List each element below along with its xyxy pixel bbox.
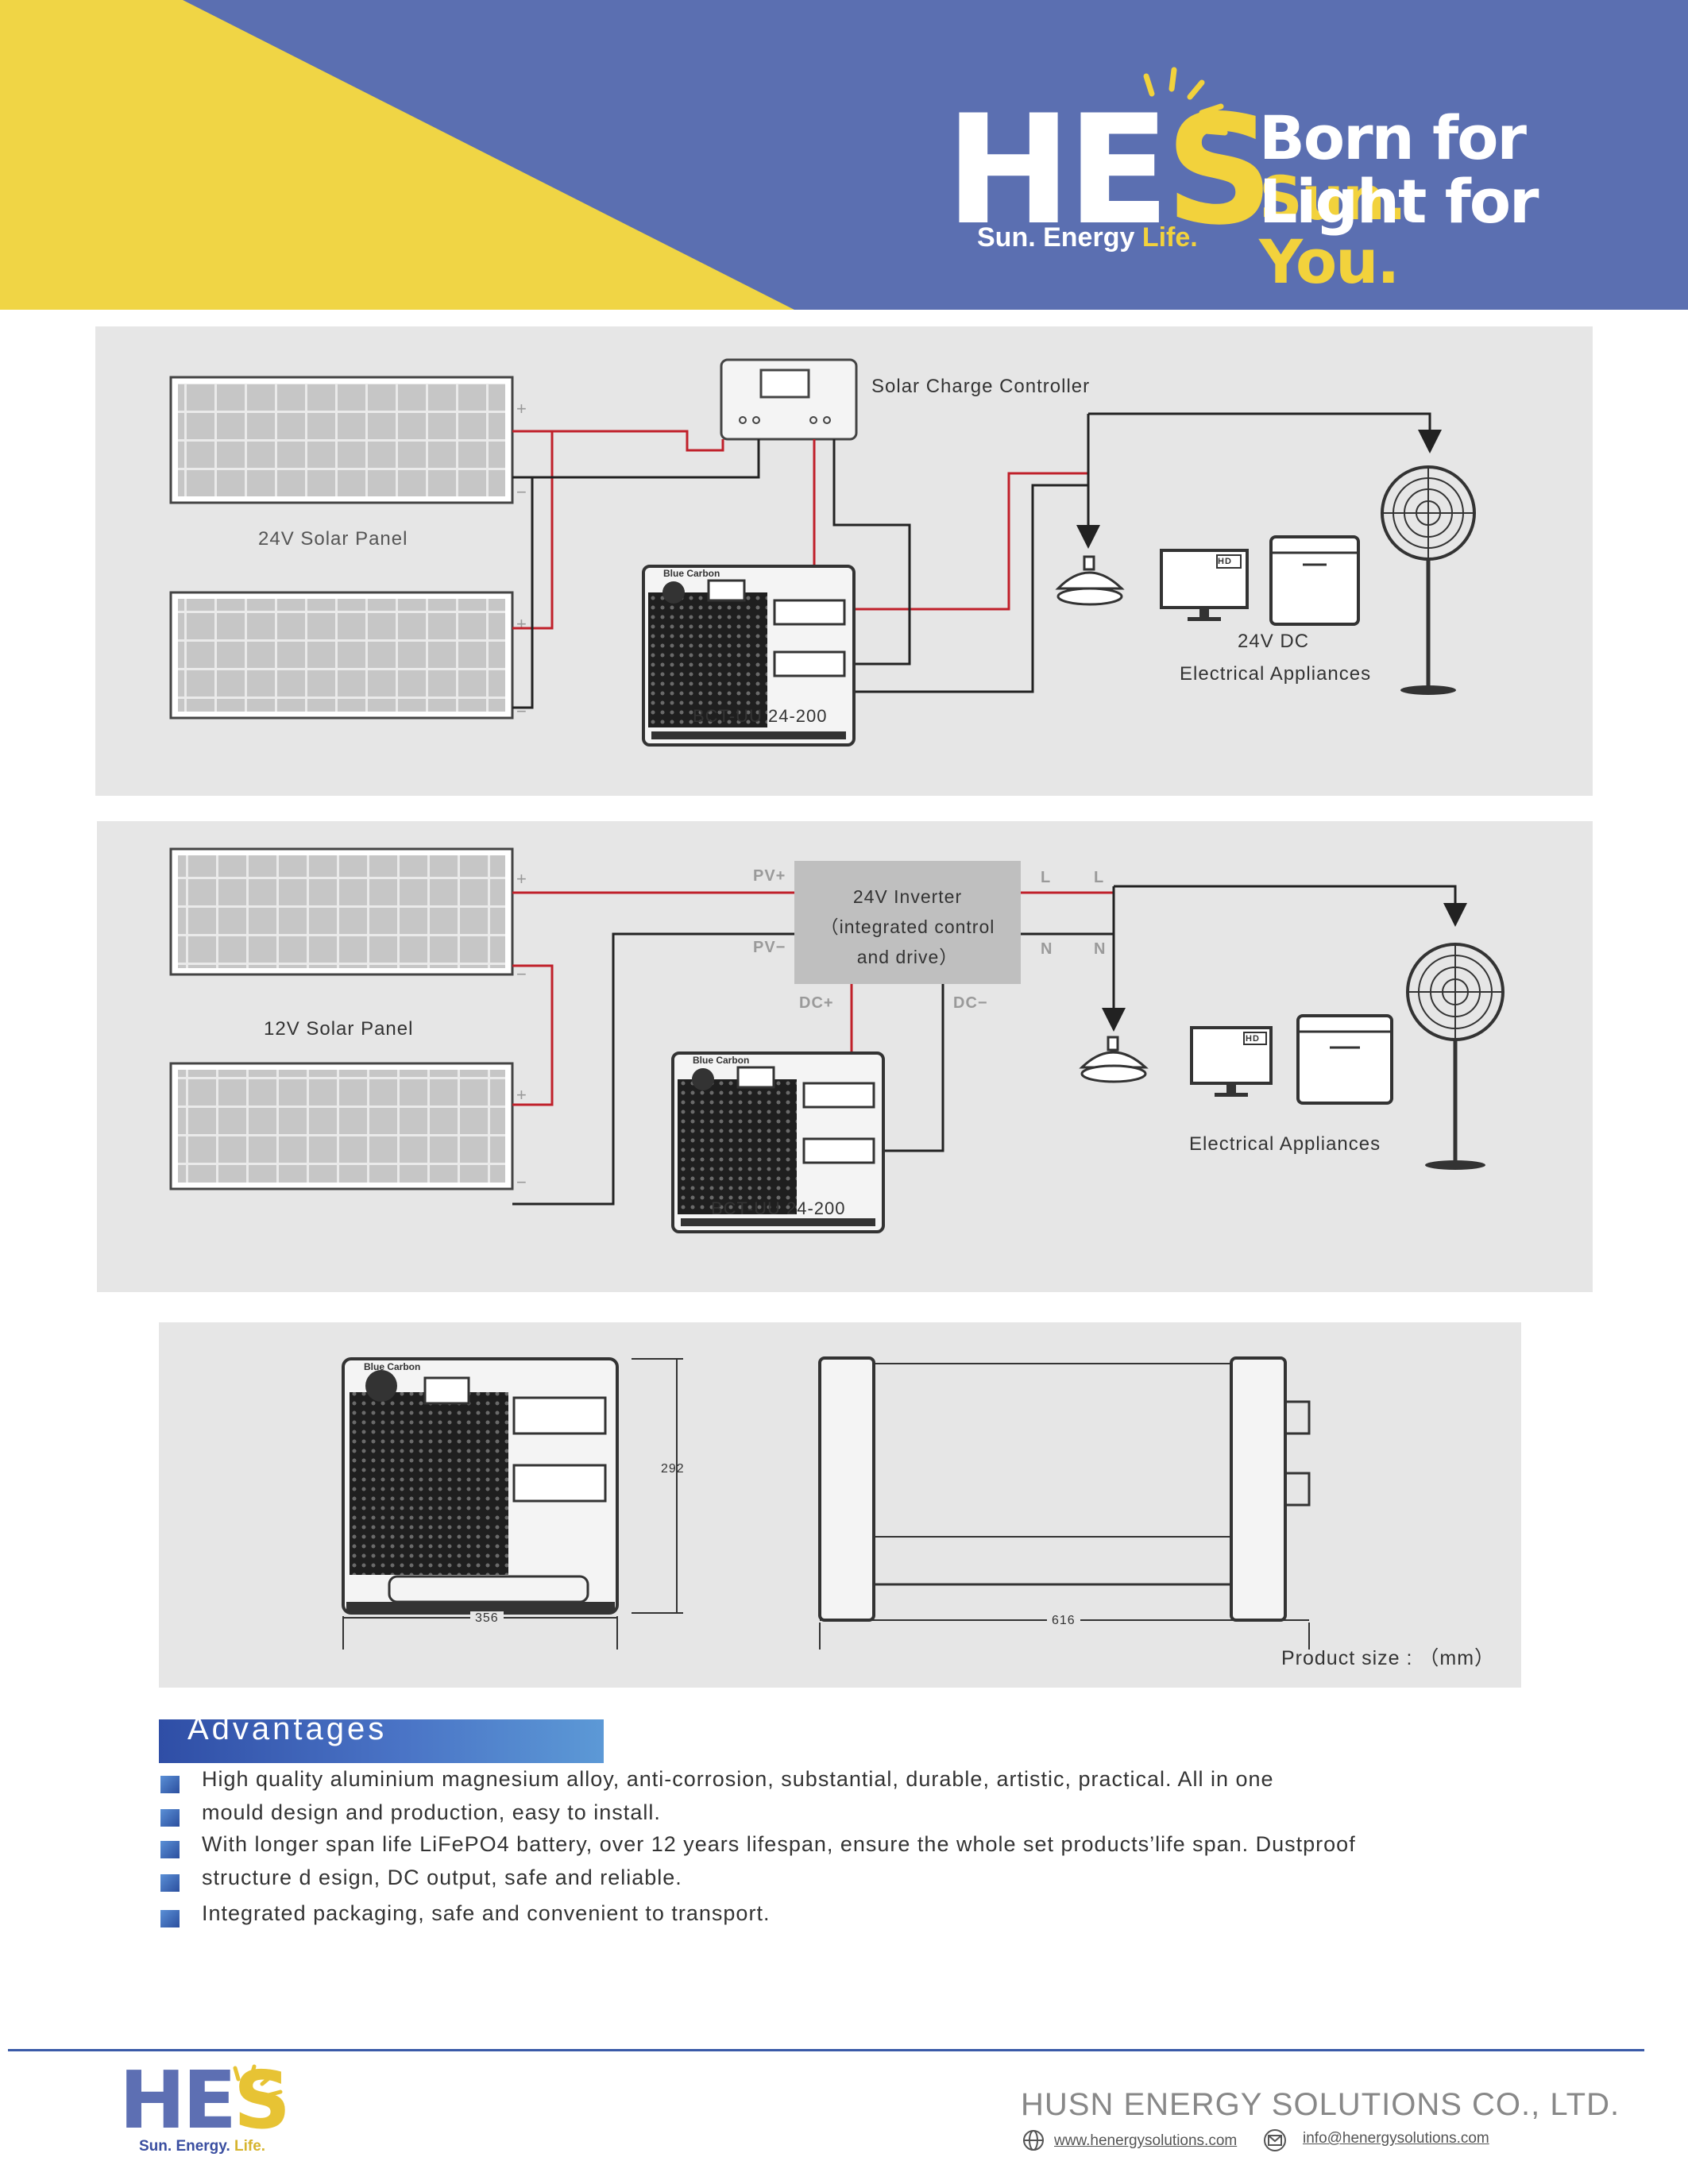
solar-panel-bottom-icon [169, 1062, 514, 1190]
svg-text:−: − [516, 482, 527, 502]
email-icon [1264, 2129, 1286, 2151]
fridge-icon [1296, 1014, 1393, 1105]
solar-panel-top-icon [169, 847, 514, 976]
tv-hd-badge: HD [1218, 557, 1232, 566]
slogan-line-1: Born for Sun. [1259, 102, 1527, 233]
neutral-label-2: N [1094, 940, 1107, 958]
dc-minus-label: DC− [953, 994, 988, 1012]
svg-text:−: − [516, 964, 527, 984]
tv-icon [1160, 549, 1249, 621]
advantage-item: mould design and production, easy to ins… [160, 1796, 1431, 1829]
appliances-label: Electrical Appliances [1180, 663, 1372, 685]
dimension-drawing-svg: Blue Carbon [342, 1356, 1311, 1650]
company-name: HUSN ENERGY SOLUTIONS CO., LTD. [1021, 2087, 1620, 2122]
inverter-label: 24V Inverter （integrated control and dri… [820, 886, 995, 967]
line-label-2: L [1094, 869, 1105, 886]
email-link[interactable]: info@henergysolutions.com [1303, 2130, 1489, 2147]
line-label-1: L [1041, 869, 1052, 886]
pv-minus-label: PV− [753, 939, 786, 956]
slogan-line-2: Light for You. [1259, 166, 1539, 297]
lamp-icon [1079, 1036, 1149, 1083]
solar-panel-top-icon [169, 376, 514, 504]
header-banner: HES Sun. Energy Life. Born for Sun. Ligh… [0, 0, 1688, 310]
battery-label: BCT-UU 24-200 [693, 706, 828, 726]
charge-controller-icon [720, 358, 858, 441]
neutral-label-1: N [1041, 940, 1053, 958]
panel-label: 12V Solar Panel [264, 1018, 414, 1040]
advantages-title: Advantages [187, 1711, 388, 1746]
advantage-item: Integrated packaging, safe and convenien… [160, 1897, 1431, 1930]
dimension-height: 292 [661, 1462, 685, 1476]
svg-text:Blue Carbon: Blue Carbon [663, 568, 720, 579]
dimension-width: 356 [470, 1611, 504, 1626]
dc-system-diagram: + − + − [95, 326, 1593, 796]
footer-logo: HES [119, 2054, 291, 2147]
product-dimensions: Blue Carbon 292 356 616 Product size : [159, 1322, 1521, 1688]
svg-text:+: + [516, 399, 527, 419]
lamp-icon [1055, 555, 1125, 606]
globe-icon [1023, 2130, 1044, 2151]
dc-wiring-svg: + − + − [169, 358, 1476, 747]
svg-text:Blue Carbon: Blue Carbon [364, 1361, 420, 1372]
footer-divider [8, 2049, 1644, 2051]
panel-label: 24V Solar Panel [258, 528, 408, 550]
svg-text:Blue Carbon: Blue Carbon [693, 1055, 749, 1066]
footer-logo-tagline: Sun. Energy. Life. [139, 2138, 266, 2155]
inverter-system-diagram: + − + − Blue Carbon [97, 821, 1593, 1292]
appliances-label: Electrical Appliances [1189, 1133, 1381, 1155]
appliances-voltage-label: 24V DC [1238, 631, 1310, 652]
advantages-header-bar [159, 1719, 604, 1763]
battery-label: BCT-UU 24-200 [711, 1198, 846, 1218]
svg-text:+: + [516, 869, 527, 889]
product-size-label: Product size : （mm） [1281, 1647, 1496, 1669]
advantage-item: structure d esign, DC output, safe and r… [160, 1862, 1431, 1894]
solar-panel-bottom-icon [169, 591, 514, 720]
dc-plus-label: DC+ [799, 994, 834, 1012]
footer-sun-rays-icon [233, 2064, 283, 2097]
tv-hd-badge: HD [1246, 1034, 1260, 1044]
battery-side-view-icon [818, 1356, 1311, 1622]
inverter-wiring-svg: + − + − Blue Carbon [169, 847, 1505, 1233]
bullet-icon [160, 1841, 180, 1858]
controller-label: Solar Charge Controller [871, 376, 1091, 397]
svg-text:+: + [516, 614, 527, 634]
tv-icon [1190, 1026, 1273, 1097]
bullet-icon [160, 1776, 180, 1793]
fan-icon [1381, 465, 1476, 695]
sun-rays-icon [1143, 67, 1228, 136]
website-link[interactable]: www.henergysolutions.com [1054, 2132, 1238, 2149]
fridge-icon [1269, 535, 1360, 626]
advantage-item: High quality aluminium magnesium alloy, … [160, 1763, 1431, 1796]
battery-unit-icon [671, 1051, 885, 1233]
header-logo: HES [945, 83, 1274, 258]
fan-icon [1406, 943, 1505, 1170]
bullet-icon [160, 1874, 180, 1892]
inverter-box-icon [794, 861, 1021, 984]
header-logo-tagline: Sun. Energy Life. [977, 222, 1198, 253]
bullet-icon [160, 1809, 180, 1827]
advantage-item: With longer span life LiFePO4 battery, o… [160, 1828, 1431, 1861]
header-background [0, 0, 1688, 310]
svg-text:+: + [516, 1085, 527, 1105]
pv-plus-label: PV+ [753, 867, 786, 885]
svg-text:−: − [516, 1172, 527, 1192]
battery-front-view-icon [342, 1357, 619, 1615]
dimension-length: 616 [1047, 1614, 1080, 1628]
bullet-icon [160, 1910, 180, 1927]
battery-unit-icon [642, 565, 856, 747]
svg-text:−: − [516, 701, 527, 721]
